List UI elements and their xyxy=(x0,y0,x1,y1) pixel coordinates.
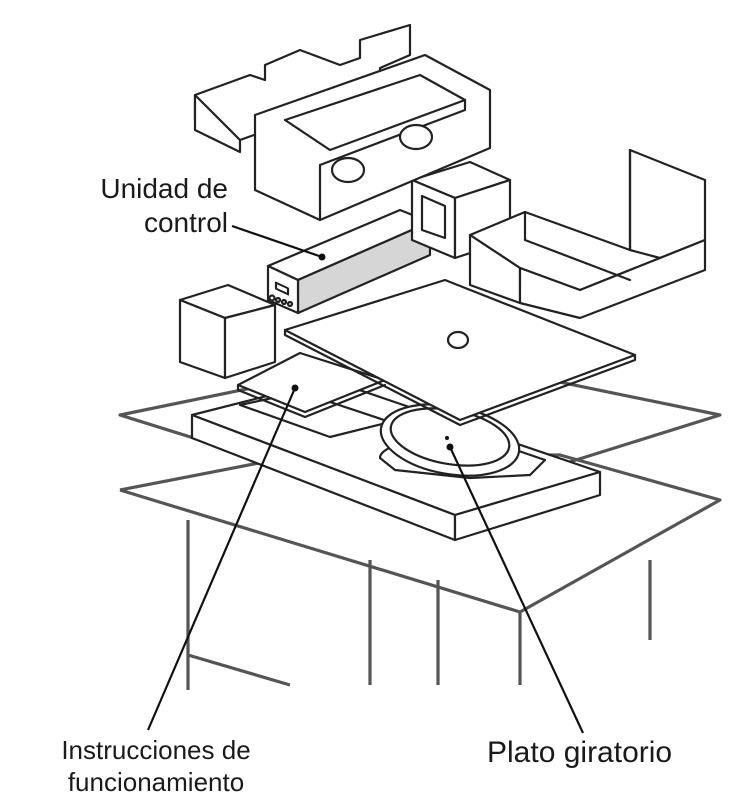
label-control-unit: Unidad de control xyxy=(100,172,228,240)
foam-u-right xyxy=(468,148,707,320)
control-unit xyxy=(266,208,432,315)
foam-top-frame xyxy=(193,23,492,222)
leader-instructions xyxy=(146,387,297,731)
base-foam-tray xyxy=(190,378,602,542)
leader-lines xyxy=(146,224,584,734)
label-instructions-line2: funcionamiento xyxy=(67,767,245,797)
label-turntable: Plato giratorio xyxy=(487,736,673,769)
label-control-unit-line1: Unidad de xyxy=(100,173,228,204)
leader-control-unit xyxy=(231,224,323,259)
label-instructions: Instrucciones de funcionamiento xyxy=(24,734,288,798)
turntable-plate xyxy=(378,403,547,480)
foam-cube-small xyxy=(178,283,277,380)
leader-turntable xyxy=(449,446,584,734)
label-instructions-line1: Instrucciones de xyxy=(61,735,251,765)
insert-sheet xyxy=(283,278,637,427)
label-control-unit-line2: control xyxy=(143,207,228,238)
